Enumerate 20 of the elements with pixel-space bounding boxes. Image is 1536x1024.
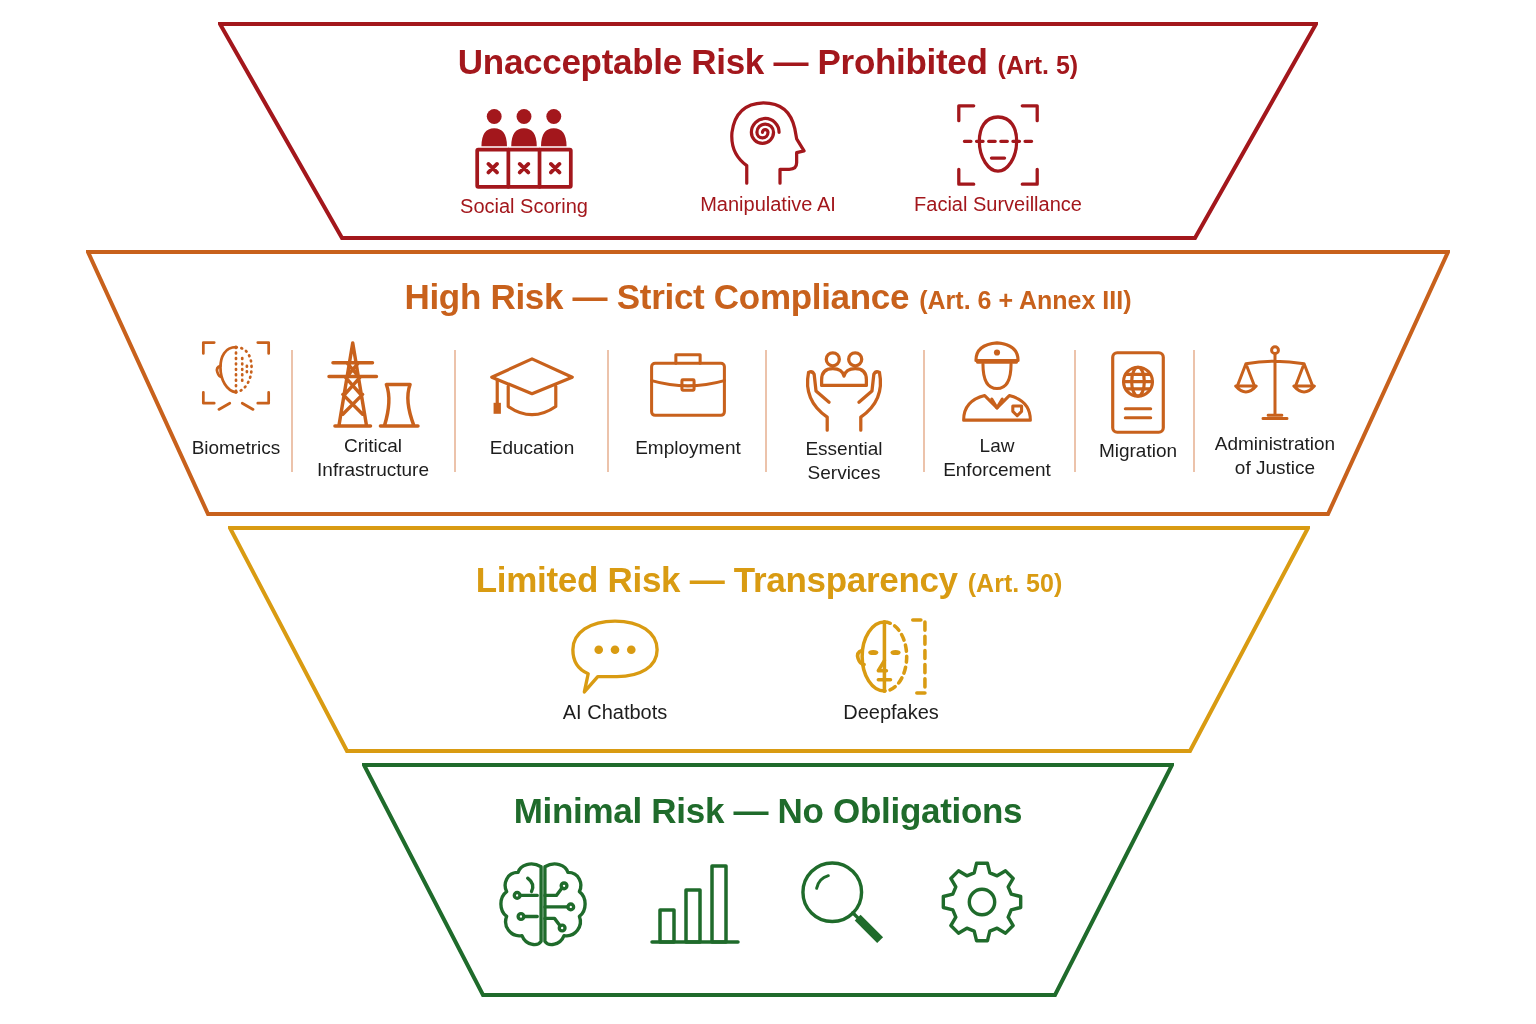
article-reference: (Art. 6 + Annex III) [919, 286, 1132, 314]
tier-title: Limited Risk — Transparency [475, 560, 958, 599]
category-label: Manipulative AI [700, 192, 836, 216]
category-label: Migration [1098, 439, 1178, 463]
tier-title: Minimal Risk — No Obligations [513, 791, 1023, 830]
category-label: Deepfakes [843, 700, 939, 724]
category-label: AI Chatbots [562, 700, 668, 724]
category-label: Social Scoring [460, 194, 588, 218]
tier-title: Unacceptable Risk — Prohibited [457, 42, 988, 81]
category-label: Essential Services [804, 437, 884, 485]
category-label: Facial Surveillance [914, 192, 1082, 216]
category-label: Law Enforcement [942, 434, 1052, 482]
category-label: Education [489, 436, 575, 460]
category-label: Biometrics [191, 436, 281, 460]
tier-title: High Risk — Strict Compliance [404, 277, 910, 316]
article-reference: (Art. 50) [967, 569, 1063, 597]
article-reference: (Art. 5) [997, 51, 1079, 79]
category-label: Administration of Justice [1213, 432, 1337, 480]
category-label: Critical Infrastructure [316, 434, 430, 482]
category-label: Employment [635, 436, 741, 460]
